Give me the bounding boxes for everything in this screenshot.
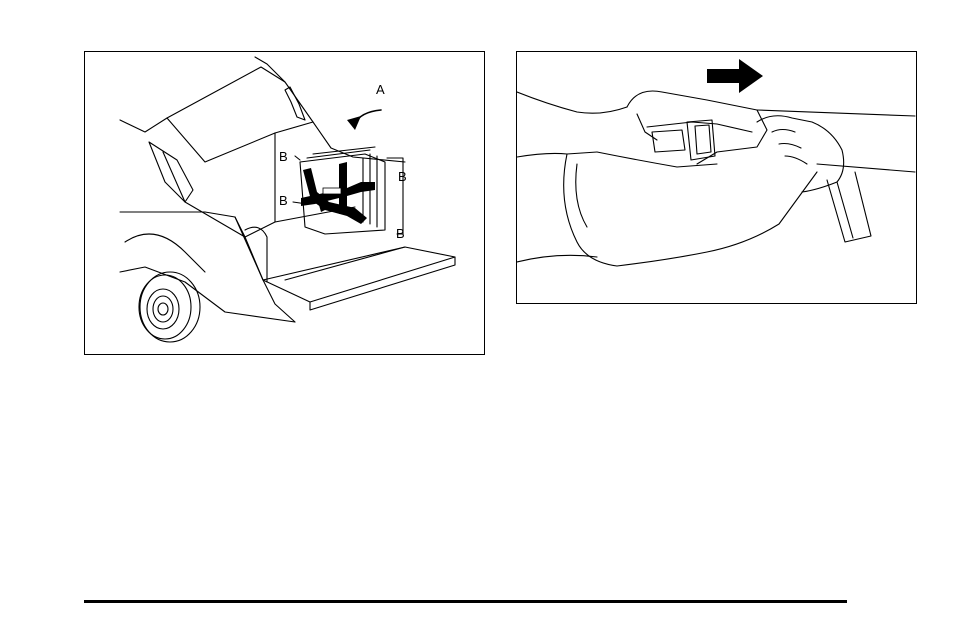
page-footer-rule: [84, 600, 847, 603]
hand-latch-illustration: [517, 52, 917, 304]
direction-arrow-icon: [707, 59, 763, 93]
latch-release-figure: [516, 51, 917, 304]
truck-bed-figure: A B B B B: [84, 51, 485, 355]
label-b-top-left: B: [279, 150, 288, 163]
label-b-right: B: [398, 170, 407, 183]
label-b-bottom-right: B: [396, 227, 405, 240]
label-b-left: B: [279, 194, 288, 207]
label-a: A: [376, 83, 385, 96]
